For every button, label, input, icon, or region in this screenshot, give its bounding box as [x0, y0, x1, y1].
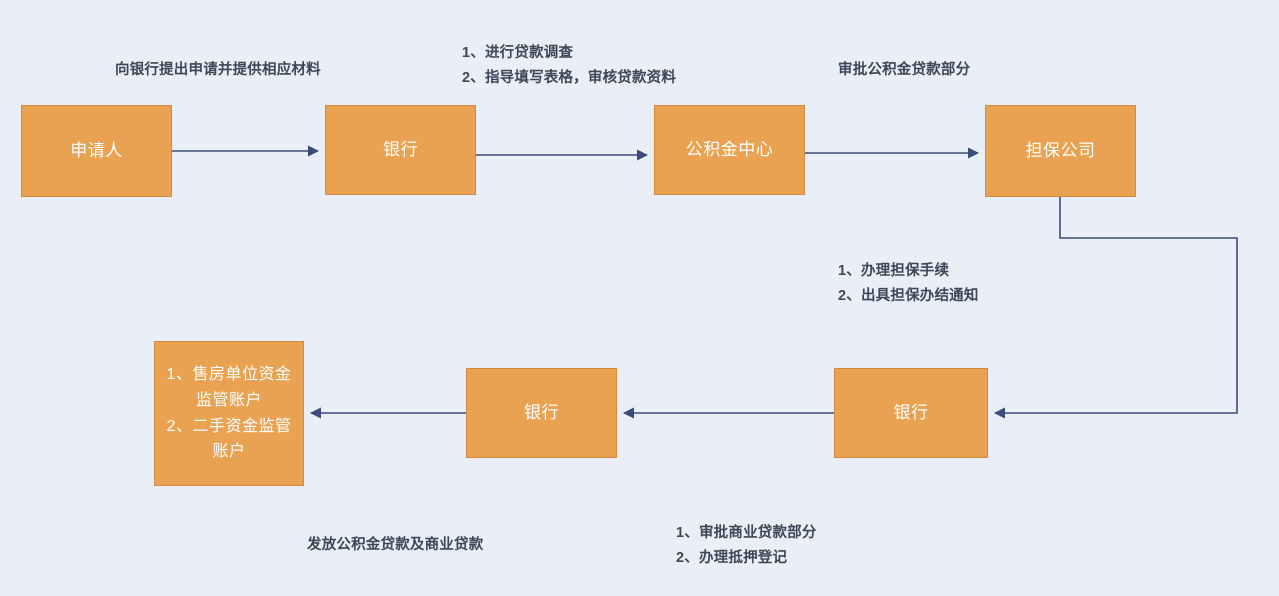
label-approve-fund-loan: 审批公积金贷款部分: [838, 62, 971, 78]
node-fund-center-label: 公积金中心: [685, 139, 774, 159]
node-applicant[interactable]: 申请人: [21, 105, 172, 197]
label-apply-to-bank: 向银行提出申请并提供相应材料: [115, 62, 321, 78]
node-guarantor[interactable]: 担保公司: [985, 105, 1136, 197]
label-guarantee-steps: 1、办理担保手续 2、出具担保办结通知: [838, 263, 979, 304]
node-bank-1-label: 银行: [383, 139, 418, 159]
node-escrow-accounts[interactable]: 1、售房单位资金监管账户 2、二手资金监管账户: [154, 341, 304, 486]
node-applicant-label: 申请人: [70, 140, 123, 160]
node-guarantor-label: 担保公司: [1025, 140, 1096, 160]
node-bank-2-label: 银行: [524, 402, 559, 422]
label-disbursement: 发放公积金贷款及商业贷款: [307, 537, 484, 553]
node-bank-3-label: 银行: [893, 402, 929, 422]
node-bank-3[interactable]: 银行: [834, 368, 988, 458]
node-bank-1[interactable]: 银行: [325, 105, 476, 195]
node-bank-2[interactable]: 银行: [466, 368, 617, 458]
label-loan-survey: 1、进行贷款调查 2、指导填写表格，审核贷款资料: [462, 45, 677, 86]
node-escrow-accounts-label: 1、售房单位资金监管账户 2、二手资金监管账户: [166, 365, 292, 461]
label-commercial-loan-steps: 1、审批商业贷款部分 2、办理抵押登记: [676, 525, 817, 566]
connector-guarantor-to-bank3: [993, 197, 1238, 419]
node-fund-center[interactable]: 公积金中心: [654, 105, 805, 195]
